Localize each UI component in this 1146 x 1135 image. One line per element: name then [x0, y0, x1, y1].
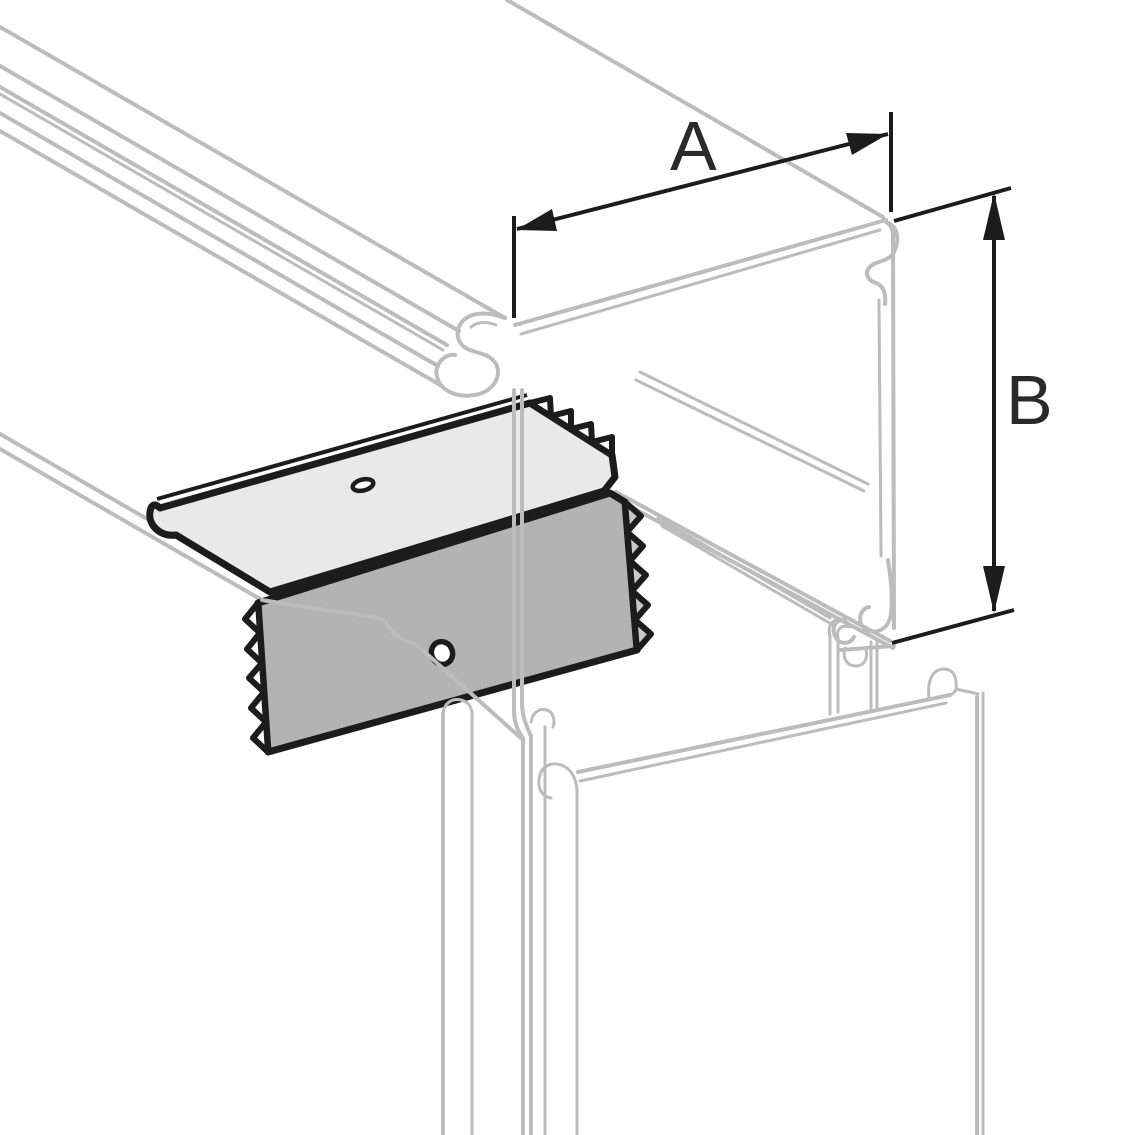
rail-edge-line — [0, 64, 461, 333]
rail-end-curl — [434, 311, 507, 398]
panel-left-hook — [537, 762, 579, 800]
bracket-flange-lip — [156, 393, 528, 501]
dimension-a: A — [512, 107, 893, 318]
channel-end-inner-wall — [877, 298, 883, 558]
dimension-b-label: B — [1006, 361, 1053, 439]
rail-edge-line — [0, 129, 444, 388]
panel-top-edge — [576, 693, 952, 774]
channel-top-edge — [513, 218, 888, 327]
channel-inner-line — [634, 378, 866, 493]
panel-top-edge-inner — [578, 701, 948, 783]
dimension-a-label: A — [670, 107, 717, 185]
rail-end-curl-inner — [469, 321, 498, 329]
dimension-a-line — [516, 132, 889, 231]
channel-bottom-line — [660, 524, 835, 627]
dimension-a-arrowhead-left — [516, 209, 557, 231]
channel-bottom-line — [614, 490, 892, 643]
corner-seam-line — [520, 388, 533, 1135]
channel-bottom-line — [656, 516, 832, 620]
connector-top-hook — [836, 624, 852, 640]
bracket-top-teeth — [527, 395, 615, 458]
dimension-b-extension-line — [893, 186, 1012, 223]
corner-seam-line — [512, 388, 525, 1135]
dimension-b: B — [891, 186, 1053, 645]
channel-end-bottom-hook — [858, 558, 894, 634]
corner-connector-bracket — [146, 393, 654, 756]
post-top-hook — [441, 698, 474, 720]
channel-top-edge-inner — [519, 228, 882, 336]
rail-edge-line — [0, 111, 440, 368]
dimension-b-arrowhead-bottom — [983, 566, 1005, 613]
dimension-a-arrowhead-right — [846, 133, 888, 155]
rail-edge-line — [0, 85, 449, 347]
vertical-profiles — [441, 618, 985, 1135]
channel-profile — [505, 0, 900, 652]
rail-edge-line — [0, 25, 507, 320]
bracket-top-hole — [350, 476, 376, 494]
bracket-top-plate — [146, 399, 619, 596]
foreground-profile-lines — [260, 388, 533, 1135]
connector-inner-curl — [842, 646, 868, 668]
channel-end-bottom-edge — [838, 644, 896, 652]
channel-bottom-curl — [831, 617, 856, 645]
apron-line — [0, 447, 262, 601]
channel-back-edge — [505, 0, 885, 219]
bracket-right-teeth — [622, 499, 654, 653]
post-top-hook — [529, 707, 556, 729]
post-back-edge-jog — [260, 598, 525, 742]
panel-right-hook-link — [954, 687, 980, 696]
rail-edge-line — [0, 92, 445, 352]
connector-top-hook — [827, 618, 845, 638]
bracket-left-teeth — [242, 600, 271, 755]
channel-end-top-hook — [865, 220, 900, 306]
panel-right-hook — [927, 667, 958, 700]
channel-inner-line — [638, 370, 870, 486]
dimension-b-arrowhead-top — [983, 193, 1005, 240]
rail-profile — [0, 25, 507, 601]
dimension-b-extension-line — [891, 608, 1015, 645]
